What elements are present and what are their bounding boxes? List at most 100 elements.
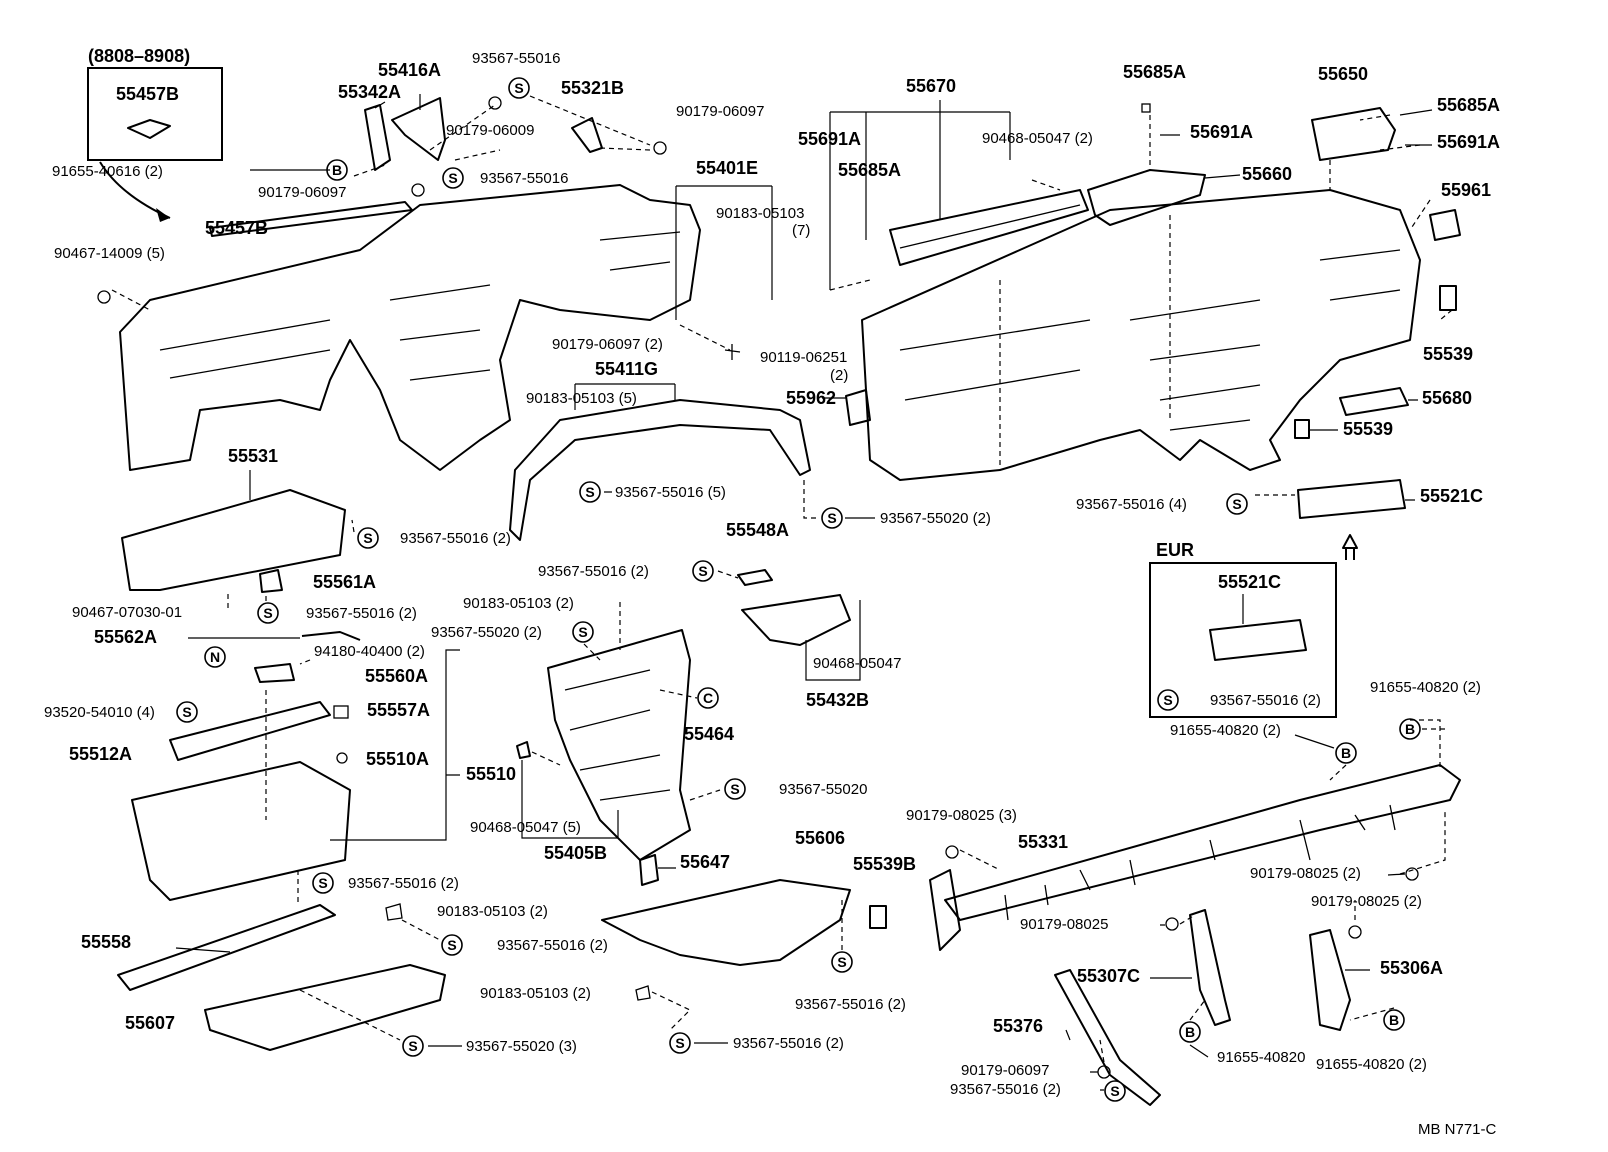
part-9356755016-5-label[interactable]: 93567-55016 (5) <box>615 484 726 501</box>
part-55342a-label[interactable]: 55342A <box>338 82 401 102</box>
part-9165540820-a-label[interactable]: 91655-40820 (2) <box>1370 679 1481 696</box>
part-55539-b-label[interactable]: 55539 <box>1343 419 1393 439</box>
part-9356755016-2h-label[interactable]: 93567-55016 (2) <box>497 937 608 954</box>
part-55321b-label[interactable]: 55321B <box>561 78 624 98</box>
part-55457b-inset-shape[interactable] <box>127 119 171 139</box>
part-9356755016-2e-label[interactable]: 93567-55016 (2) <box>795 996 906 1013</box>
part-9017908025-2a-label[interactable]: 90179-08025 (2) <box>1250 865 1361 882</box>
part-55685a-t-label[interactable]: 55685A <box>1123 62 1186 82</box>
part-9356755016-2a-label[interactable]: 93567-55016 (2) <box>400 530 511 547</box>
part-55457b-pad[interactable] <box>209 201 413 237</box>
part-55548a-shape[interactable] <box>737 569 773 586</box>
part-55607-shape[interactable] <box>204 964 446 1051</box>
part-55561a-shape[interactable] <box>259 569 283 593</box>
part-55680-shape[interactable] <box>1339 387 1409 416</box>
part-55405b-shape[interactable] <box>547 629 691 861</box>
part-9356755020-c-label[interactable]: 93567-55020 <box>779 781 867 798</box>
part-9018305103-2c-label[interactable]: 90183-05103 (2) <box>437 903 548 920</box>
part-55411g-shape[interactable] <box>509 399 811 541</box>
part-9356755016-2f-label[interactable]: 93567-55016 (2) <box>733 1035 844 1052</box>
part-55607-label[interactable]: 55607 <box>125 1013 175 1033</box>
part-9352054010-label[interactable]: 93520-54010 (4) <box>44 704 155 721</box>
part-9356755016-2b-label[interactable]: 93567-55016 (2) <box>306 605 417 622</box>
part-55557a-shape[interactable] <box>333 705 349 719</box>
part-55331-end-left[interactable] <box>929 869 961 951</box>
part-9017906009-label[interactable]: 90179-06009 <box>446 122 534 139</box>
part-9046805047-5-label[interactable]: 90468-05047 (5) <box>470 819 581 836</box>
part-55680-label[interactable]: 55680 <box>1422 388 1472 408</box>
part-55558-label[interactable]: 55558 <box>81 932 131 952</box>
part-55691a-t-label[interactable]: 55691A <box>1190 122 1253 142</box>
part-9356755016-top-label[interactable]: 93567-55016 <box>472 50 560 67</box>
part-9046714009-label[interactable]: 90467-14009 (5) <box>54 245 165 262</box>
part-55510-glovebox[interactable] <box>131 761 351 901</box>
part-55531-shape[interactable] <box>121 489 346 591</box>
part-9356755020-3-label[interactable]: 93567-55020 (3) <box>466 1038 577 1055</box>
part-9018305103-5-label[interactable]: 90183-05103 (5) <box>526 390 637 407</box>
part-55307c-shape[interactable] <box>1189 909 1231 1026</box>
part-55331-label[interactable]: 55331 <box>1018 832 1068 852</box>
part-9356755020-2b-label[interactable]: 93567-55020 (2) <box>431 624 542 641</box>
part-55962-label[interactable]: 55962 <box>786 388 836 408</box>
part-55685a-l-label[interactable]: 55685A <box>838 160 901 180</box>
part-55510a-label[interactable]: 55510A <box>366 749 429 769</box>
part-55521c-eur-shape[interactable] <box>1209 619 1307 661</box>
part-55660-shape[interactable] <box>1087 169 1206 226</box>
part-9011906251-label[interactable]: 90119-06251 <box>760 349 847 366</box>
part-9017908025-label[interactable]: 90179-08025 <box>1020 916 1108 933</box>
part-55961-label[interactable]: 55961 <box>1441 180 1491 200</box>
part-55691a-l-label[interactable]: 55691A <box>798 129 861 149</box>
part-55539b-shape[interactable] <box>869 905 887 929</box>
part-9165540820-c-label[interactable]: 91655-40820 (2) <box>1316 1056 1427 1073</box>
part-9356755016-2d-label[interactable]: 93567-55016 (2) <box>950 1081 1061 1098</box>
part-55306a-shape[interactable] <box>1309 929 1351 1031</box>
part-55331-beam[interactable] <box>944 764 1461 921</box>
part-55660-label[interactable]: 55660 <box>1242 164 1292 184</box>
part-55561a-label[interactable]: 55561A <box>313 572 376 592</box>
part-55512a-shape[interactable] <box>169 701 331 761</box>
part-55539-a-label[interactable]: 55539 <box>1423 344 1473 364</box>
part-55521c-eur-label[interactable]: 55521C <box>1218 572 1281 592</box>
part-55558-shape[interactable] <box>117 904 336 991</box>
part-9356755016-4-label[interactable]: 93567-55016 (4) <box>1076 496 1187 513</box>
part-9017906097-2-label[interactable]: 90179-06097 (2) <box>552 336 663 353</box>
part-55557a-label[interactable]: 55557A <box>367 700 430 720</box>
part-9018305103-7-label[interactable]: 90183-05103 <box>716 205 804 222</box>
part-55647-shape[interactable] <box>639 854 659 886</box>
part-9046707030-label[interactable]: 90467-07030-01 <box>72 604 182 621</box>
part-9046805047-2-label[interactable]: 90468-05047 (2) <box>982 130 1093 147</box>
part-9165540820-label[interactable]: 91655-40820 <box>1217 1049 1305 1066</box>
part-55521c-label[interactable]: 55521C <box>1420 486 1483 506</box>
part-55510a-shape[interactable] <box>336 752 348 764</box>
part-9356755016-2g-label[interactable]: 93567-55016 (2) <box>348 875 459 892</box>
part-55670-label[interactable]: 55670 <box>906 76 956 96</box>
part-55401e-label[interactable]: 55401E <box>696 158 758 178</box>
part-55342a-shape[interactable] <box>364 104 391 171</box>
part-55650-label[interactable]: 55650 <box>1318 64 1368 84</box>
part-55562a-label[interactable]: 55562A <box>94 627 157 647</box>
part-55650-shape[interactable] <box>1311 107 1396 161</box>
part-55606-label[interactable]: 55606 <box>795 828 845 848</box>
part-55685a-r-label[interactable]: 55685A <box>1437 95 1500 115</box>
part-9356755016-eur-label[interactable]: 93567-55016 (2) <box>1210 692 1321 709</box>
part-9418040400-label[interactable]: 94180-40400 (2) <box>314 643 425 660</box>
dashboard-left-body[interactable] <box>119 184 701 471</box>
part-55376-shape[interactable] <box>1054 969 1161 1106</box>
part-55962-shape[interactable] <box>845 389 871 426</box>
part-55411g-label[interactable]: 55411G <box>595 359 658 379</box>
part-55432b-label[interactable]: 55432B <box>806 690 869 710</box>
part-55432b-shape[interactable] <box>741 594 851 646</box>
part-9017906097-a-label[interactable]: 90179-06097 <box>676 103 764 120</box>
part-55560a-shape[interactable] <box>254 663 295 683</box>
part-9018305103-2b-label[interactable]: 90183-05103 (2) <box>480 985 591 1002</box>
part-55510-label[interactable]: 55510 <box>466 764 516 784</box>
part-55548a-label[interactable]: 55548A <box>726 520 789 540</box>
part-55306a-label[interactable]: 55306A <box>1380 958 1443 978</box>
part-55539-a-shape[interactable] <box>1439 285 1457 311</box>
part-55562a-shape[interactable] <box>301 631 361 641</box>
part-9165540616-label[interactable]: 91655-40616 (2) <box>52 163 163 180</box>
part-55539-b-shape[interactable] <box>1294 419 1310 439</box>
part-55307c-label[interactable]: 55307C <box>1077 966 1140 986</box>
part-55560a-label[interactable]: 55560A <box>365 666 428 686</box>
part-55670-shape[interactable] <box>889 189 1089 266</box>
